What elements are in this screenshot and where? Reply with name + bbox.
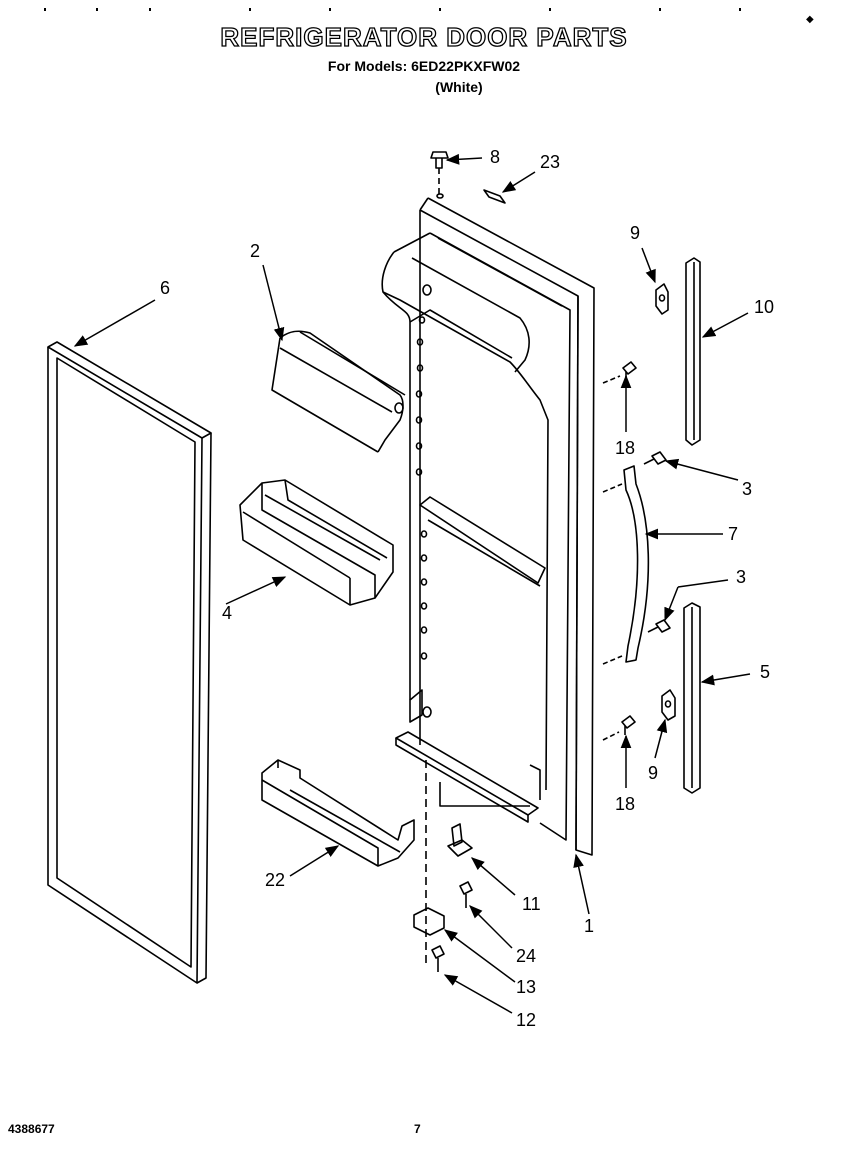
page-number: 7 <box>414 1122 421 1136</box>
trim-screw-part-bottom <box>602 715 636 741</box>
corner-mark: ◆ <box>806 14 814 25</box>
callout-10: 10 <box>754 297 774 317</box>
trim-clip-part-bottom <box>661 689 676 721</box>
callout-18-top: 18 <box>615 438 635 458</box>
callout-6: 6 <box>160 278 170 298</box>
callout-4: 4 <box>222 603 232 623</box>
callout-7: 7 <box>728 524 738 544</box>
callout-5: 5 <box>760 662 770 682</box>
callout-12: 12 <box>516 1010 536 1030</box>
callout-9-bottom: 9 <box>648 763 658 783</box>
page-title: REFRIGERATOR DOOR PARTS <box>220 21 628 52</box>
callout-9-top: 9 <box>630 223 640 243</box>
callout-22: 22 <box>265 870 285 890</box>
trim-clip-part-top <box>655 283 669 315</box>
callout-13: 13 <box>516 977 536 997</box>
trim-screw-part-top <box>602 361 637 384</box>
top-trim-strip-part <box>685 257 701 446</box>
document-number: 4388677 <box>8 1122 55 1136</box>
callout-18-bottom: 18 <box>615 794 635 814</box>
models-line: For Models: 6ED22PKXFW02 <box>327 58 521 74</box>
door-liner-part <box>381 197 595 856</box>
door-bin-part <box>239 479 394 606</box>
top-hinge-screw-part <box>430 151 449 199</box>
hinge-assembly-parts <box>413 760 530 972</box>
dairy-door-part <box>271 330 406 453</box>
callout-3-top: 3 <box>742 479 752 499</box>
bottom-trim-strip-part <box>683 602 701 794</box>
callout-2: 2 <box>250 241 260 261</box>
door-handle-part <box>602 465 650 665</box>
door-gasket-part <box>47 341 212 984</box>
callout-3-bottom: 3 <box>736 567 746 587</box>
leader-lines <box>73 153 751 1014</box>
rating-label-part <box>483 189 506 204</box>
callout-11: 11 <box>522 894 541 914</box>
callout-23: 23 <box>540 152 560 172</box>
color-line: (White) <box>435 79 483 95</box>
handle-screw-part-top <box>643 451 667 465</box>
top-edge-marks <box>0 0 848 11</box>
callout-24: 24 <box>516 946 536 966</box>
handle-screw-part-bottom <box>647 619 671 633</box>
callout-8: 8 <box>490 147 500 167</box>
lower-door-bin-part <box>261 759 415 867</box>
callout-1: 1 <box>584 916 594 936</box>
